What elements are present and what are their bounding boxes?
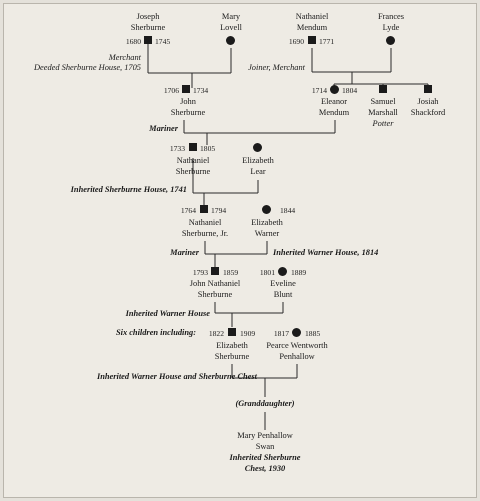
person-name: Marshall xyxy=(368,108,398,117)
female-marker xyxy=(386,36,395,45)
person-name: Lyde xyxy=(382,23,400,32)
death-year: 1859 xyxy=(223,268,239,277)
person-name: Sherburne, Jr. xyxy=(181,229,229,238)
occupation-note: Merchant xyxy=(108,53,141,62)
person-name: Pearce Wentworth xyxy=(266,341,328,350)
birth-year: 1801 xyxy=(259,268,275,277)
person-name: Eleanor xyxy=(320,97,348,106)
person-name: Mary Penhallow xyxy=(237,431,293,440)
children-note: Six children including: xyxy=(115,328,196,337)
female-marker xyxy=(253,143,262,152)
person-name: Sherburne xyxy=(197,290,233,299)
inheritance-note: Inherited Sherburne xyxy=(229,453,301,462)
person-name: Joseph xyxy=(136,12,160,21)
birth-year: 1690 xyxy=(288,37,304,46)
person-name: Elizabeth xyxy=(242,156,274,165)
person-name: Nathaniel xyxy=(295,12,329,21)
birth-year: 1817 xyxy=(273,329,289,338)
male-marker xyxy=(228,328,236,336)
person-name: Elizabeth xyxy=(251,218,283,227)
person-name: Mendum xyxy=(296,23,328,32)
page-frame xyxy=(3,3,477,498)
person-name: Mary xyxy=(221,12,241,21)
person-name: Josiah xyxy=(417,97,439,106)
person-name: Lovell xyxy=(220,23,242,32)
death-year: 1771 xyxy=(319,37,335,46)
inheritance-note: Inherited Warner House, 1814 xyxy=(273,248,379,257)
death-year: 1794 xyxy=(211,206,227,215)
male-marker xyxy=(211,267,219,275)
female-marker xyxy=(278,267,287,276)
person-name: Frances xyxy=(377,12,405,21)
birth-year: 1680 xyxy=(125,37,141,46)
death-year: 1889 xyxy=(291,268,307,277)
female-marker xyxy=(226,36,235,45)
occupation-note: Mariner xyxy=(170,248,199,257)
person-name: Nathaniel xyxy=(188,218,222,227)
male-marker xyxy=(200,205,208,213)
person-name: John xyxy=(180,97,196,106)
person-name: Shackford xyxy=(410,108,446,117)
death-year: 1844 xyxy=(280,206,296,215)
birth-year: 1706 xyxy=(163,86,179,95)
inheritance-note: Inherited Warner House and Sherburne Che… xyxy=(96,372,257,381)
death-year: 1734 xyxy=(193,86,209,95)
occupation-note: Mariner xyxy=(149,124,178,133)
female-marker xyxy=(262,205,271,214)
male-marker xyxy=(144,36,152,44)
person-name: Elizabeth xyxy=(216,341,248,350)
person-name: Warner xyxy=(254,229,280,238)
person-name: Sherburne xyxy=(130,23,166,32)
male-marker xyxy=(182,85,190,93)
death-year: 1804 xyxy=(342,86,358,95)
person-name: Penhallow xyxy=(279,352,315,361)
death-year: 1805 xyxy=(200,144,216,153)
inheritance-note: Chest, 1930 xyxy=(244,464,286,473)
person-name: Swan xyxy=(255,442,275,451)
inheritance-note: Inherited Sherburne House, 1741 xyxy=(70,185,187,194)
death-year: 1909 xyxy=(240,329,256,338)
birth-year: 1822 xyxy=(208,329,224,338)
person-name: Sherburne xyxy=(214,352,250,361)
relation-note: (Granddaughter) xyxy=(235,399,295,408)
person-name: Mendum xyxy=(318,108,350,117)
male-marker xyxy=(308,36,316,44)
person-name: Blunt xyxy=(273,290,293,299)
birth-year: 1733 xyxy=(169,144,185,153)
inheritance-note: Deeded Sherburne House, 1705 xyxy=(34,63,141,72)
occupation-note: Potter xyxy=(372,119,394,128)
person-name: Lear xyxy=(250,167,266,176)
person-name: Nathaniel xyxy=(176,156,210,165)
female-marker xyxy=(330,85,339,94)
birth-year: 1793 xyxy=(192,268,208,277)
male-marker xyxy=(424,85,432,93)
person-name: Sherburne xyxy=(170,108,206,117)
inheritance-note: Inherited Warner House xyxy=(125,309,210,318)
male-marker xyxy=(379,85,387,93)
male-marker xyxy=(189,143,197,151)
death-year: 1745 xyxy=(155,37,171,46)
person-name: Sherburne xyxy=(175,167,211,176)
birth-year: 1764 xyxy=(180,206,196,215)
death-year: 1885 xyxy=(305,329,321,338)
person-name: Eveline xyxy=(270,279,296,288)
birth-year: 1714 xyxy=(311,86,327,95)
female-marker xyxy=(292,328,301,337)
person-name: John Nathaniel xyxy=(189,279,241,288)
occupation-note: Joiner, Merchant xyxy=(248,63,305,72)
person-name: Samuel xyxy=(370,97,396,106)
